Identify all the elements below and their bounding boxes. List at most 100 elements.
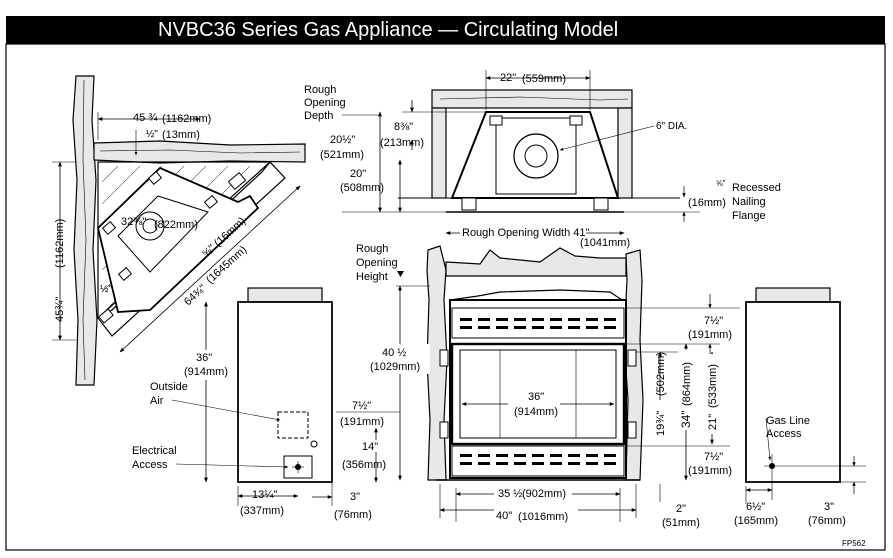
rough-opening-depth-label: Depth [304,110,333,122]
label-backing [654,400,666,480]
dim-label: (1029mm) [370,361,420,373]
appliance-top-outline [450,111,620,199]
dim-label: 32⅜" [121,216,146,228]
top-wall-stud [93,140,306,164]
hinge [627,349,637,367]
dim-label: 21" [707,414,719,430]
dim-label: (914mm) [184,366,228,378]
outside-air-label: Air [150,395,164,407]
knockout-circle [310,440,318,448]
dim-label: ⅝" [716,179,726,188]
right-side-view: Gas Line Access 6½" (165mm) 3" (76mm) [734,287,866,527]
flue-circle [513,133,559,179]
leader-line [765,417,772,461]
header-beam [431,89,633,109]
dim-label: (76mm) [334,509,372,521]
louver-slots [460,318,616,329]
dim-label: (1016mm) [518,511,568,523]
dim-label: (191mm) [688,329,732,341]
dim-label: (864mm) [681,362,693,406]
dim-label: (213mm) [380,137,424,149]
rough-opening-depth-label: Opening [304,97,346,109]
dim-label: (508mm) [340,182,384,194]
flue-inner-circle [524,144,548,168]
dim-label: 35 ½ [498,488,522,500]
dim-label: (533mm) [707,364,719,408]
rough-opening-height-label: Height [356,271,388,283]
dim-label: (914mm) [514,406,558,418]
dim-label: (191mm) [340,416,384,428]
dim-label: 40 ½ [382,347,406,359]
dim-label: 45¾" [54,297,66,322]
top-view: 22" (559mm) Rough Opening Depth 8⅜" (213… [304,70,781,249]
dim-label: (13mm) [162,129,200,141]
louver-slots [460,454,616,465]
label-backing [678,350,692,430]
outside-air-label: Outside [150,381,188,393]
bottom-louver-panel [451,445,625,477]
mount-block [489,115,503,126]
dim-label: (1162mm) [162,113,211,125]
dim-line [119,185,301,353]
dim-label: 20" [350,168,366,180]
hood [449,289,624,301]
dim-label: (76mm) [808,515,846,527]
mount-block [569,115,583,126]
hinge [439,349,449,367]
dim-label: 36" [528,391,544,403]
dim-label: ½" [146,129,158,140]
left-wall-stud [72,75,98,386]
dim-label: 13¼" [252,489,277,501]
dim-label: (1041mm) [580,237,630,249]
arrow-down-icon [397,271,404,277]
right-side-body [745,301,841,483]
right-stud [617,107,633,199]
dim-label: (521mm) [320,149,364,161]
vent-cap [247,287,323,303]
header-beam [445,247,627,277]
dim-label: 20½" [330,134,355,146]
dim-label: (165mm) [734,515,778,527]
hinge [627,421,637,439]
dim-label: (1162mm) [54,219,66,268]
recessed-flange-label: Recessed [732,182,781,194]
sheet-border [5,43,886,551]
dim-label: (356mm) [342,459,386,471]
leader-line [175,463,289,469]
mount-block [147,171,163,185]
dim-label: (337mm) [240,505,284,517]
left-side-view: 36" (914mm) Outside Air Electrical Acces… [132,287,400,521]
dim-label: 34" [679,410,693,428]
dim-label: (902mm) [522,488,566,500]
mount-block [101,221,117,235]
dim-label: 3" [824,501,834,513]
rough-opening-depth-label: Rough [304,84,336,96]
dim-label: 3" [350,491,360,503]
label-backing [460,225,586,239]
dim-label: 14" [362,441,378,453]
top-louver-panel [451,307,625,339]
dim-label: (16mm) [688,197,726,209]
figure-code: FP562 [842,539,866,548]
label-backing [190,350,230,380]
label-backing [508,390,560,420]
dim-label: 22" [500,72,516,84]
dim-label: 2" [676,503,686,515]
label-backing [494,508,578,522]
dim-label: 36" [196,352,212,364]
recessed-flange-label: Flange [732,210,766,222]
label-backing [374,344,430,374]
rough-opening-height-label: Rough [356,243,388,255]
wood-grain [439,96,629,101]
rough-opening-width-label: Rough Opening Width 41" [462,227,590,239]
title-bar: NVBC36 Series Gas Appliance — Circulatin… [6,16,885,44]
dim-label: ½" [100,284,112,295]
dim-label: (559mm) [522,73,566,85]
appliance-inner-box [495,117,577,195]
dim-label: 40" [496,510,512,522]
rough-opening-height-label: Opening [356,257,398,269]
left-stud [431,107,447,199]
left-side-body [237,301,333,483]
dim-label: 7½" [704,315,723,327]
